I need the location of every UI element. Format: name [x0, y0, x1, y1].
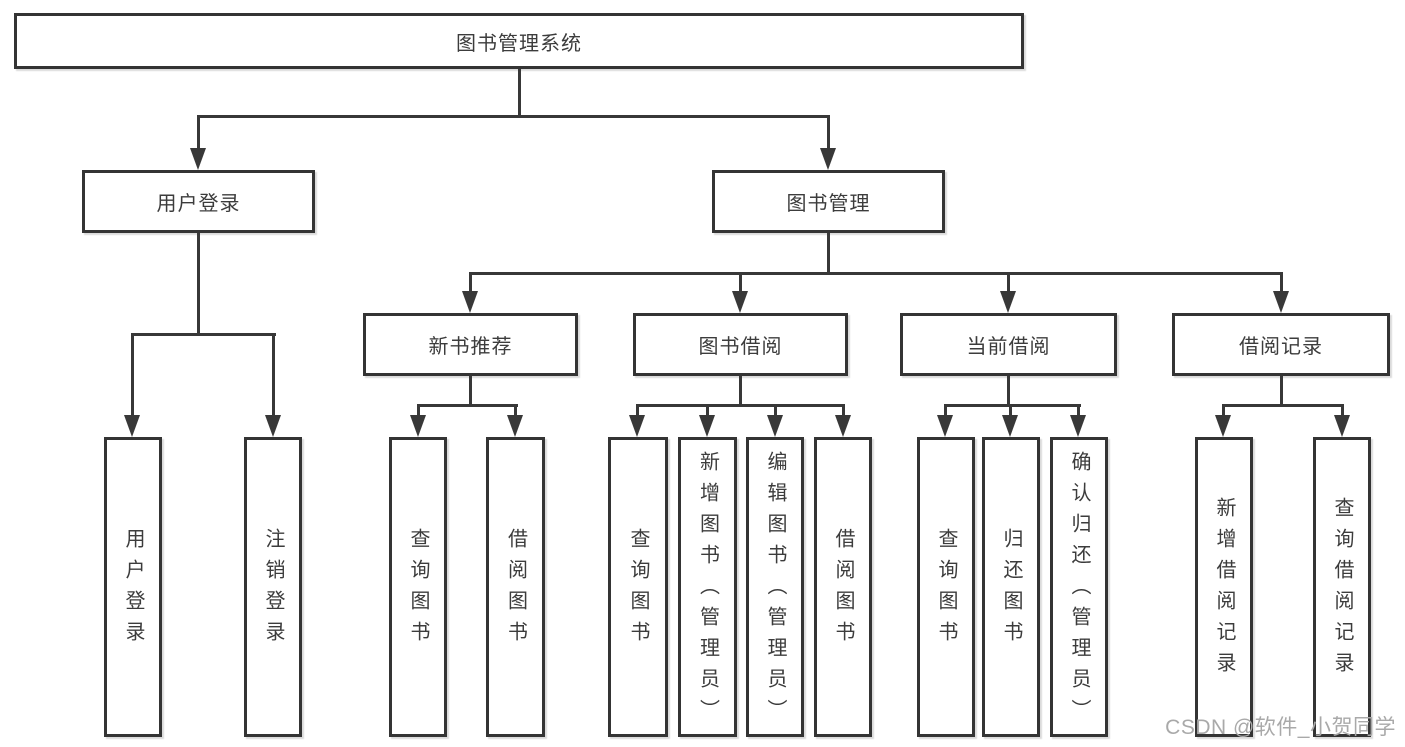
node-borrow-records: 借阅记录	[1172, 313, 1390, 376]
node-new-book-recommend: 新书推荐	[363, 313, 578, 376]
connector-line	[1007, 376, 1010, 407]
connector-line	[197, 115, 830, 118]
connector-line	[197, 115, 200, 150]
connector-line	[514, 404, 517, 417]
node-leaf-return-books: 归还图书	[982, 437, 1040, 737]
node-leaf-query-borrow-record: 查询借阅记录	[1313, 437, 1371, 737]
arrow-down-icon	[1070, 415, 1086, 437]
connector-line	[197, 233, 200, 336]
arrow-down-icon	[1334, 415, 1350, 437]
arrow-down-icon	[699, 415, 715, 437]
connector-line	[739, 376, 742, 407]
arrow-down-icon	[732, 291, 748, 313]
connector-line	[469, 272, 1283, 275]
connector-line	[131, 333, 134, 415]
arrow-down-icon	[629, 415, 645, 437]
connector-line	[944, 404, 1081, 407]
connector-line	[1341, 404, 1344, 417]
arrow-down-icon	[937, 415, 953, 437]
node-leaf-user-login: 用户登录	[104, 437, 162, 737]
node-leaf-confirm-return-admin: 确认归还（管理员）	[1050, 437, 1108, 737]
node-leaf-query-books-borrowing: 查询图书	[608, 437, 668, 737]
arrow-down-icon	[835, 415, 851, 437]
connector-line	[739, 272, 742, 291]
node-leaf-edit-books-admin: 编辑图书（管理员）	[746, 437, 804, 737]
arrow-down-icon	[507, 415, 523, 437]
arrow-down-icon	[1000, 291, 1016, 313]
node-leaf-add-books-admin: 新增图书（管理员）	[678, 437, 737, 737]
connector-line	[636, 404, 639, 417]
connector-line	[272, 333, 275, 415]
connector-line	[469, 272, 472, 291]
connector-line	[842, 404, 845, 417]
connector-line	[1280, 376, 1283, 407]
node-library-system: 图书管理系统	[14, 13, 1024, 69]
connector-line	[417, 404, 518, 407]
connector-line	[417, 404, 420, 417]
node-book-management: 图书管理	[712, 170, 945, 233]
connector-line	[774, 404, 777, 417]
arrow-down-icon	[462, 291, 478, 313]
connector-line	[1077, 404, 1080, 417]
connector-line	[636, 404, 845, 407]
connector-line	[1222, 404, 1344, 407]
node-leaf-query-books-current: 查询图书	[917, 437, 975, 737]
connector-line	[706, 404, 709, 417]
arrow-down-icon	[410, 415, 426, 437]
node-leaf-add-borrow-record: 新增借阅记录	[1195, 437, 1253, 737]
node-book-borrowing: 图书借阅	[633, 313, 848, 376]
node-current-borrowing: 当前借阅	[900, 313, 1117, 376]
arrow-down-icon	[820, 148, 836, 170]
connector-line	[1009, 404, 1012, 417]
connector-line	[827, 115, 830, 150]
arrow-down-icon	[1215, 415, 1231, 437]
arrow-down-icon	[767, 415, 783, 437]
node-leaf-borrow-books-recommend: 借阅图书	[486, 437, 545, 737]
arrow-down-icon	[265, 415, 281, 437]
node-user-login: 用户登录	[82, 170, 315, 233]
node-leaf-query-books-recommend: 查询图书	[389, 437, 447, 737]
connector-line	[944, 404, 947, 417]
connector-line	[1222, 404, 1225, 417]
arrow-down-icon	[1273, 291, 1289, 313]
watermark: CSDN @软件_小贺同学	[1165, 716, 1396, 739]
arrow-down-icon	[1002, 415, 1018, 437]
arrow-down-icon	[190, 148, 206, 170]
connector-line	[1280, 272, 1283, 291]
connector-line	[827, 233, 830, 275]
connector-line	[518, 69, 521, 117]
connector-line	[131, 333, 276, 336]
node-leaf-logout: 注销登录	[244, 437, 302, 737]
connector-line	[469, 376, 472, 407]
node-leaf-borrow-books: 借阅图书	[814, 437, 872, 737]
connector-line	[1007, 272, 1010, 291]
arrow-down-icon	[124, 415, 140, 437]
